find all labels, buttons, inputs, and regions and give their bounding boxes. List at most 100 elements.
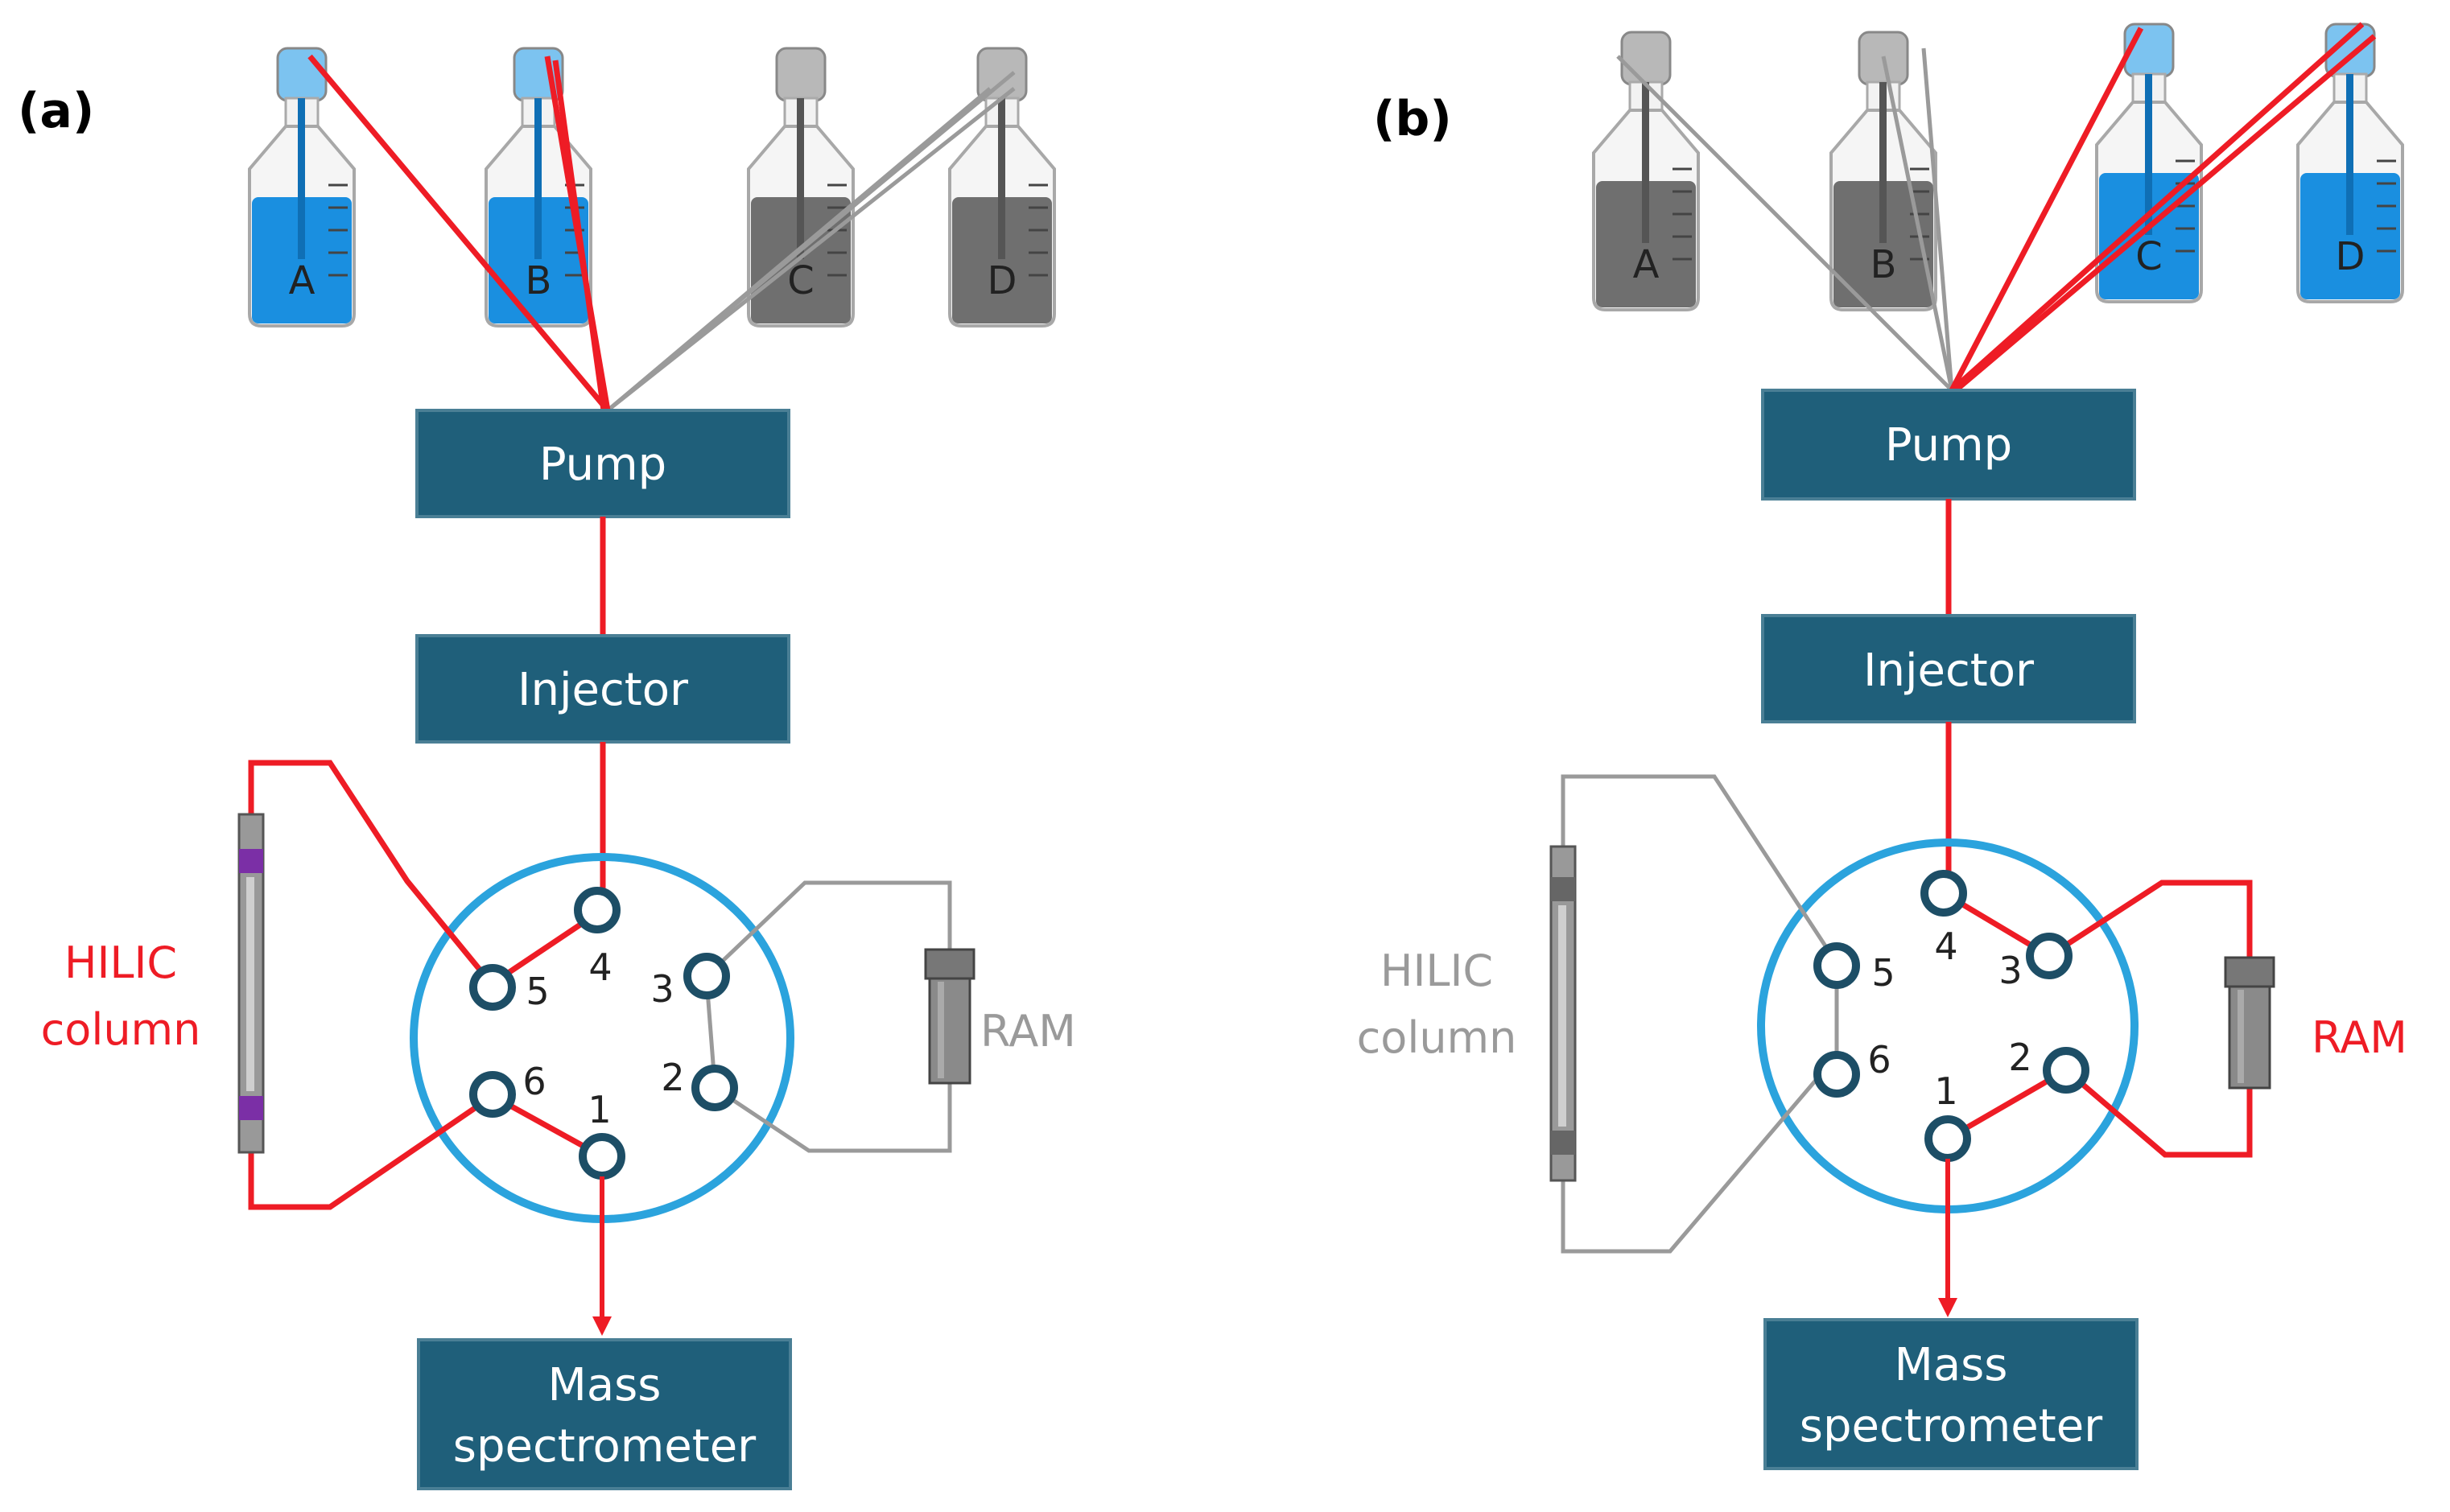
panel-a-bottle-d: D — [948, 47, 1056, 328]
bottle-letter: B — [526, 258, 552, 303]
panel-b-injector-box — [1761, 614, 2136, 723]
panel-b-bottle-d: D — [2296, 23, 2404, 303]
panel-b-port-3-num: 3 — [1998, 949, 2022, 992]
panel-a-ports — [469, 887, 738, 1180]
panel-b-line-d2 — [1953, 34, 2377, 393]
panel-a-port-3-num: 3 — [650, 967, 674, 1011]
panel-a-line-c — [606, 87, 1016, 412]
bottle-cap — [1620, 31, 1672, 86]
panel-a-hilic-in-line — [248, 760, 493, 986]
bottle-liquid — [952, 197, 1052, 323]
panel-b: (b) A B C D Pump Injector HIL — [1357, 22, 2407, 1470]
panel-a-hilic-column — [237, 813, 265, 1154]
bottle-tube — [534, 98, 542, 259]
panel-a-port-6-num: 6 — [522, 1060, 546, 1103]
panel-a-injector-label: Injector — [518, 664, 689, 716]
panel-a-pump-label: Pump — [539, 439, 666, 491]
panel-b-ports — [1813, 870, 2089, 1162]
panel-a-bottle-a: A — [248, 47, 356, 328]
panel-b-bottle-b: B — [1829, 31, 1937, 311]
bottle-letter: D — [2336, 234, 2365, 279]
panel-b-ram-label: RAM — [2312, 1012, 2407, 1063]
panel-b-ms-label-line2: spectrometer — [1800, 1400, 2103, 1452]
panel-b-label: (b) — [1373, 91, 1452, 147]
bottle-tube — [298, 98, 305, 259]
bottle-letter: C — [2135, 234, 2163, 279]
panel-b-ms-label-line1: Mass — [1895, 1339, 2008, 1391]
bottle-tube — [1879, 82, 1887, 243]
panel-a-port-1-num: 1 — [588, 1088, 611, 1131]
bottle-letter: B — [1870, 242, 1897, 287]
panel-a-port-3 — [683, 953, 730, 999]
panel-a-port-6 — [469, 1071, 516, 1118]
panel-b-injector-label: Injector — [1863, 645, 2035, 697]
bottle-liquid — [252, 197, 352, 323]
panel-a-hilic-out-line — [248, 1094, 494, 1210]
bottle-liquid — [1596, 181, 1696, 307]
panel-b-pump-box — [1761, 389, 2136, 501]
bottle-letter: A — [1633, 242, 1660, 287]
panel-a-pump-box — [415, 409, 790, 518]
panel-b-pump-label: Pump — [1885, 419, 2012, 472]
panel-a-ram-cartridge — [924, 948, 975, 1085]
panel-a-port-4 — [574, 887, 621, 933]
panel-b-line-b2 — [1881, 56, 1954, 391]
panel-b-port-4 — [1920, 870, 1967, 917]
panel-b-port-5 — [1813, 942, 1860, 989]
panel-b-port-1-num: 1 — [1934, 1069, 1957, 1113]
panel-a-hilic-label-line1: HILIC — [64, 937, 177, 988]
bottle-tube — [2346, 74, 2353, 235]
bottle-tube — [2145, 74, 2152, 235]
bottle-cap — [775, 47, 827, 102]
bottle-liquid — [2300, 173, 2400, 299]
bottle-cap — [276, 47, 328, 102]
panel-a-ms-box — [417, 1338, 792, 1490]
panel-a-ms-label-line1: Mass — [548, 1359, 662, 1411]
panel-a-ram-label: RAM — [980, 1006, 1076, 1057]
panel-a-solvent-lines — [307, 54, 1016, 413]
panel-b-port-6-num: 6 — [1867, 1038, 1891, 1081]
panel-a-hilic-label-line2: column — [41, 1004, 201, 1055]
panel-b-port-5-num: 5 — [1871, 951, 1895, 995]
panel-a-bottle-b: B — [485, 47, 592, 328]
panel-b-port-2-num: 2 — [2008, 1036, 2031, 1079]
panel-a-ms-label-line2: spectrometer — [453, 1420, 757, 1473]
panel-b-hilic-in-line — [1561, 774, 1839, 965]
panel-b-port-3 — [2026, 933, 2073, 979]
panel-a-port-5 — [469, 964, 516, 1011]
panel-b-ram-in-line — [2048, 880, 2253, 958]
bottle-letter: A — [289, 258, 316, 303]
bottle-liquid — [1833, 181, 1933, 307]
panel-b-bottle-a: A — [1592, 31, 1700, 311]
panel-b-port-2 — [2043, 1047, 2089, 1094]
panel-a-port-1 — [579, 1133, 625, 1180]
panel-b-port-6 — [1813, 1051, 1860, 1098]
panel-b-hilic-out-line — [1561, 1077, 1819, 1254]
panel-b-line-c — [1949, 27, 2144, 392]
panel-b-ram-out-line — [2064, 1068, 2253, 1158]
panel-a-line-b2 — [552, 60, 607, 411]
panel-b-port-4-num: 4 — [1934, 925, 1957, 968]
panel-b-solvent-lines — [1616, 22, 2377, 393]
bottle-liquid — [489, 197, 588, 323]
panel-a-line-a — [307, 54, 610, 413]
panel-b-hilic-label-line1: HILIC — [1380, 946, 1493, 996]
bottle-letter: D — [988, 258, 1017, 303]
panel-a-ram-out-line — [713, 1082, 952, 1153]
panel-b-line-a — [1616, 55, 1953, 392]
panel-a-label: (a) — [18, 83, 94, 139]
panel-a-injector-box — [415, 634, 790, 744]
bottle-tube — [998, 98, 1005, 259]
panel-a-ram-in-line — [705, 880, 952, 978]
panel-b-hilic-column — [1549, 845, 1577, 1182]
panel-b-ms-box — [1763, 1318, 2139, 1470]
panel-a-line-d — [606, 87, 992, 412]
panel-a-port-4-num: 4 — [588, 946, 612, 989]
panel-b-ram-cartridge — [2224, 956, 2275, 1090]
panel-a-port-2-num: 2 — [661, 1056, 684, 1099]
bottle-tube — [797, 98, 804, 259]
panel-a-port-2 — [691, 1065, 738, 1111]
panel-a: (a) A B C D Pump Injector — [18, 47, 1076, 1490]
